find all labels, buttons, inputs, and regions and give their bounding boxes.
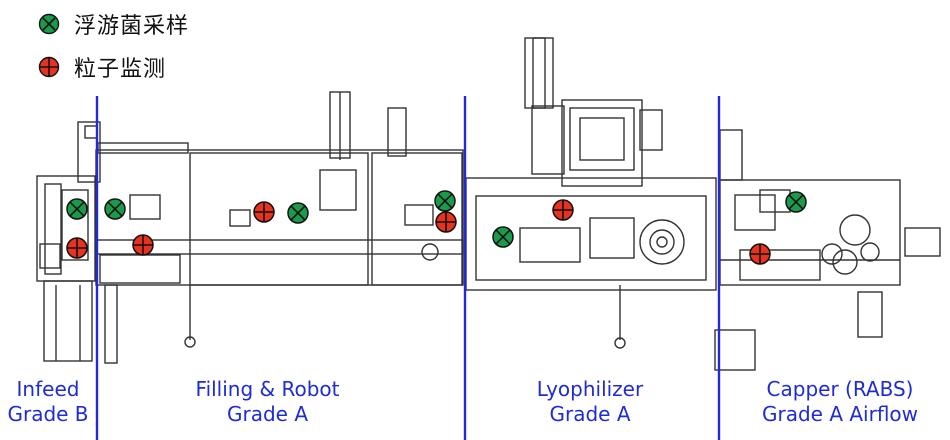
particle-monitoring-marker	[66, 237, 88, 259]
viable-sampling-marker	[434, 190, 456, 212]
zone-grade: Grade A Airflow	[761, 402, 919, 426]
x-circle-icon	[38, 13, 60, 35]
legend-particle-label: 粒子监测	[74, 57, 167, 82]
lyophilizer-unit	[465, 37, 717, 349]
viable-sampling-marker	[66, 198, 88, 220]
particle-monitoring-marker	[253, 201, 275, 223]
viable-sampling-marker	[492, 226, 514, 248]
legend-viable: 浮游菌采样	[38, 8, 189, 40]
particle-monitoring-marker	[552, 199, 574, 221]
legend-viable-label: 浮游菌采样	[74, 14, 190, 39]
viable-sampling-marker	[785, 191, 807, 213]
zone-name: Capper (RABS)	[766, 377, 914, 401]
infeed-unit	[36, 121, 101, 362]
zone-grade: Grade B	[7, 402, 89, 426]
legend-particle: 粒子监测	[38, 51, 166, 83]
capper-unit	[714, 129, 941, 371]
zone-label-filling: Filling & Robot Grade A	[140, 377, 395, 427]
sampling-markers	[66, 190, 807, 265]
zone-dividers	[95, 96, 721, 440]
zone-label-capper: Capper (RABS) Grade A Airflow	[740, 377, 940, 427]
filling-robot-unit	[95, 91, 464, 364]
viable-sampling-marker	[287, 202, 309, 224]
zone-grade: Grade A	[549, 402, 631, 426]
plus-circle-icon	[38, 56, 60, 78]
zone-grade: Grade A	[226, 402, 308, 426]
zone-name: Infeed	[16, 377, 80, 401]
zone-label-infeed: Infeed Grade B	[0, 377, 96, 427]
particle-monitoring-marker	[132, 234, 154, 256]
particle-monitoring-marker	[435, 211, 457, 233]
viable-sampling-marker	[104, 198, 126, 220]
particle-monitoring-marker	[749, 243, 771, 265]
zone-name: Lyophilizer	[536, 377, 644, 401]
zone-label-lyophilizer: Lyophilizer Grade A	[500, 377, 680, 427]
zone-name: Filling & Robot	[195, 377, 340, 401]
equipment-drawing	[36, 37, 941, 371]
